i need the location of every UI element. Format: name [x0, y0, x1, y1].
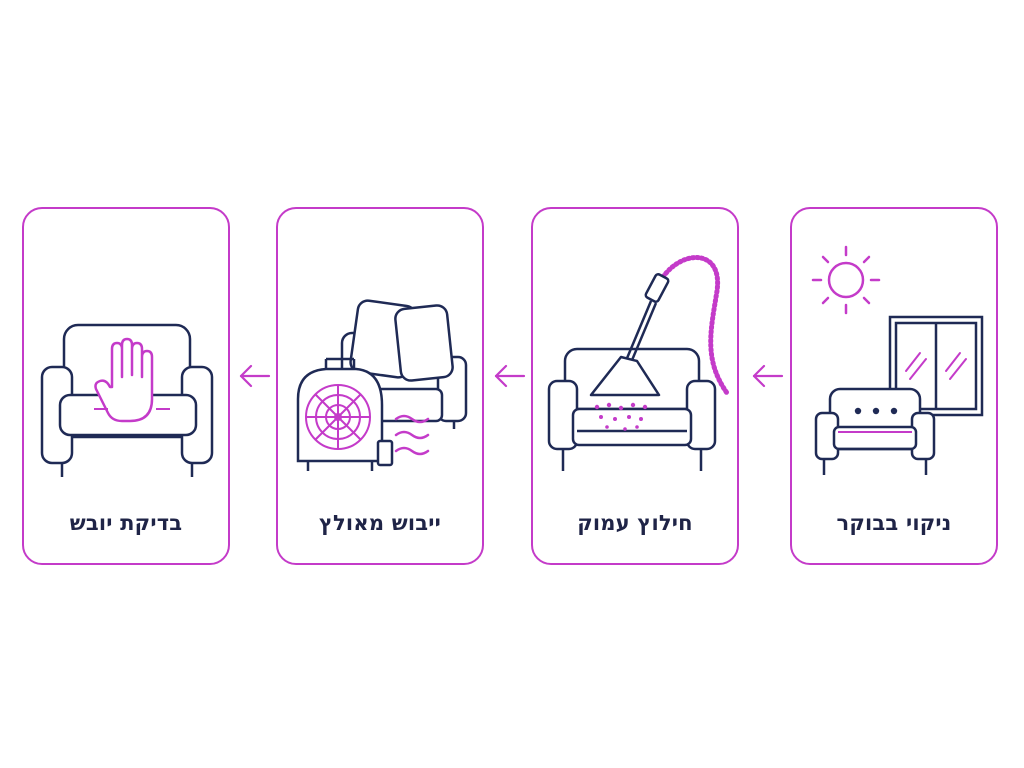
arrow-left-icon [239, 364, 271, 388]
step-label: בדיקת יובש [69, 511, 183, 535]
step-label: חילוץ עמוק [577, 511, 693, 535]
sofa-fan-dryer-icon [296, 299, 468, 471]
step-card-morning-cleaning: ניקוי בבוקר [790, 207, 998, 565]
step-label: ייבוש מאולץ [318, 511, 442, 535]
step-card-deep-extraction: חילוץ עמוק [531, 207, 739, 565]
step-label: ניקוי בבוקר [836, 511, 952, 535]
arrow-left-icon [494, 364, 526, 388]
step-card-forced-drying: ייבוש מאולץ [276, 207, 484, 565]
sofa-window-sun-icon [811, 245, 984, 475]
step-card-dryness-check: בדיקת יובש [22, 207, 230, 565]
arrow-left-icon [752, 364, 784, 388]
sofa-extraction-vacuum-icon [547, 255, 730, 471]
armchair-hand-check-icon [40, 323, 214, 477]
